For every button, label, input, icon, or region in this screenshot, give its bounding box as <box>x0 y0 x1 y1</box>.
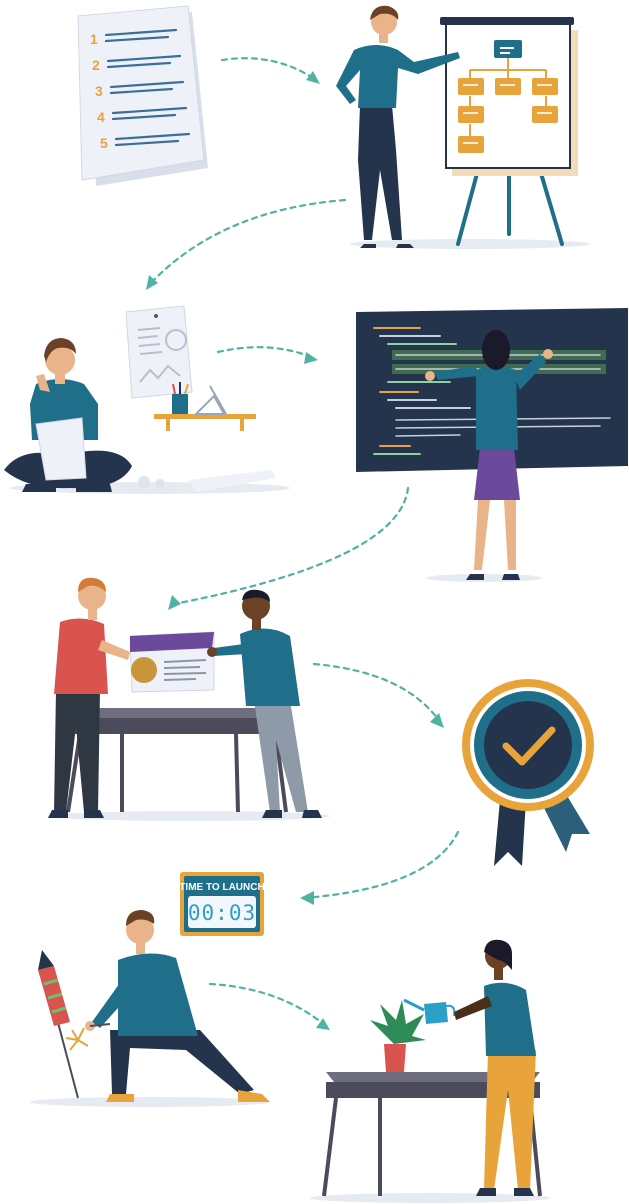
development-coding <box>356 308 628 582</box>
woman-watering <box>454 940 536 1196</box>
arrow-4-to-5 <box>174 488 408 604</box>
spark-icon <box>66 1028 88 1050</box>
arrowhead-2 <box>146 275 158 290</box>
man-red-shirt <box>48 578 130 818</box>
watering-can-icon <box>404 1000 454 1024</box>
growth-maintenance <box>310 940 550 1203</box>
countdown-title: TIME TO LAUNCH <box>179 882 264 893</box>
review-collaboration <box>48 578 330 821</box>
launch: TIME TO LAUNCH 00:03 <box>30 872 270 1107</box>
work-table <box>68 708 286 812</box>
arrow-5-to-6 <box>314 664 440 722</box>
countdown-clock: TIME TO LAUNCH 00:03 <box>179 872 264 936</box>
arrow-7-to-8 <box>210 984 326 1026</box>
planning-presentation <box>336 6 590 249</box>
design-mockup <box>130 632 214 692</box>
sitting-man <box>4 338 132 492</box>
floor-shadow <box>30 1097 270 1107</box>
rocket-firework <box>38 950 88 1098</box>
approval-badge <box>462 679 594 866</box>
arrowhead-4 <box>168 595 181 610</box>
easel-stand <box>458 170 562 244</box>
flipchart-top-bar <box>440 17 574 25</box>
arrow-1-to-2 <box>222 58 316 80</box>
design-sketching <box>4 306 290 494</box>
countdown-time: 00:03 <box>188 901 256 925</box>
floor-shadow <box>350 239 590 249</box>
arrow-3-to-4 <box>218 347 314 358</box>
presenter-woman <box>336 6 460 248</box>
requirements-list-paper: 1 2 3 4 5 <box>78 6 208 186</box>
crumpled-paper <box>138 476 150 488</box>
arrowhead-1 <box>306 71 320 84</box>
sketch-paper <box>126 306 192 398</box>
potted-plant <box>370 1000 426 1072</box>
arrow-2-to-3 <box>150 200 345 284</box>
man-teal-shirt <box>207 590 322 818</box>
arrowhead-6 <box>300 891 314 905</box>
crumpled-paper <box>155 479 165 489</box>
badge-core <box>484 701 572 789</box>
list-number-1: 1 <box>90 31 98 47</box>
list-number-4: 4 <box>97 109 105 125</box>
list-number-3: 3 <box>95 83 103 99</box>
kneeling-man <box>85 910 270 1102</box>
arrow-6-to-7 <box>304 832 458 898</box>
arrowhead-3 <box>304 352 318 364</box>
list-number-2: 2 <box>92 57 100 73</box>
list-number-5: 5 <box>100 135 108 151</box>
arrowhead-5 <box>430 713 444 728</box>
